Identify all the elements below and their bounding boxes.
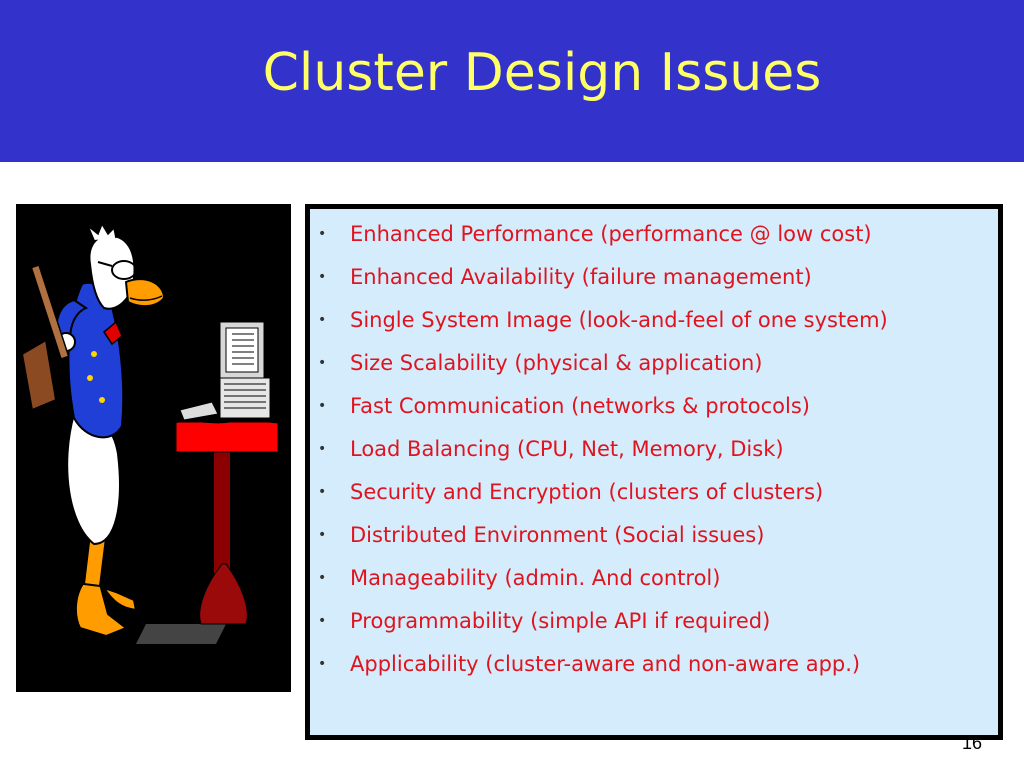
list-item-text: Fast Communication (networks & protocols… — [350, 394, 811, 418]
bullet-icon: • — [318, 527, 327, 543]
list-item: • Load Balancing (CPU, Net, Memory, Disk) — [310, 434, 998, 477]
page-number: 16 — [962, 733, 983, 753]
bullet-list-box: • Enhanced Performance (performance @ low… — [305, 204, 1003, 740]
bullet-icon: • — [318, 312, 327, 328]
list-item-text: Applicability (cluster-aware and non-awa… — [350, 652, 861, 676]
bullet-icon: • — [318, 355, 327, 371]
list-item: • Enhanced Availability (failure manageme… — [310, 262, 998, 305]
bullet-icon: • — [318, 398, 327, 414]
list-item-text: Enhanced Availability (failure managemen… — [350, 265, 812, 289]
list-item-text: Manageability (admin. And control) — [350, 566, 721, 590]
list-item: • Enhanced Performance (performance @ low… — [310, 219, 998, 262]
list-item: • Fast Communication (networks & protocol… — [310, 391, 998, 434]
list-item-text: Single System Image (look-and-feel of on… — [350, 308, 888, 332]
bullet-icon: • — [318, 484, 327, 500]
bullet-icon: • — [318, 441, 327, 457]
list-item-text: Load Balancing (CPU, Net, Memory, Disk) — [350, 437, 784, 461]
bullet-icon: • — [318, 570, 327, 586]
list-item-text: Programmability (simple API if required) — [350, 609, 771, 633]
list-item: • Programmability (simple API if required… — [310, 606, 998, 649]
list-item: • Applicability (cluster-aware and non-aw… — [310, 649, 998, 692]
list-item: • Size Scalability (physical & applicatio… — [310, 348, 998, 391]
list-item-text: Size Scalability (physical & application… — [350, 351, 763, 375]
list-item: • Manageability (admin. And control) — [310, 563, 998, 606]
list-item-text: Distributed Environment (Social issues) — [350, 523, 765, 547]
slide-title: Cluster Design Issues — [262, 43, 822, 103]
cartoon-duck-with-hammer-and-computer-icon — [16, 204, 291, 692]
bullet-icon: • — [318, 226, 327, 242]
list-item-text: Security and Encryption (clusters of clu… — [350, 480, 824, 504]
list-item-text: Enhanced Performance (performance @ low … — [350, 222, 872, 246]
list-item: • Distributed Environment (Social issues) — [310, 520, 998, 563]
list-item: • Security and Encryption (clusters of cl… — [310, 477, 998, 520]
bullet-icon: • — [318, 613, 327, 629]
list-item: • Single System Image (look-and-feel of o… — [310, 305, 998, 348]
bullet-icon: • — [318, 269, 327, 285]
bullet-icon: • — [318, 656, 327, 672]
bullet-list: • Enhanced Performance (performance @ low… — [310, 219, 998, 692]
title-band: Cluster Design Issues — [0, 0, 1024, 162]
